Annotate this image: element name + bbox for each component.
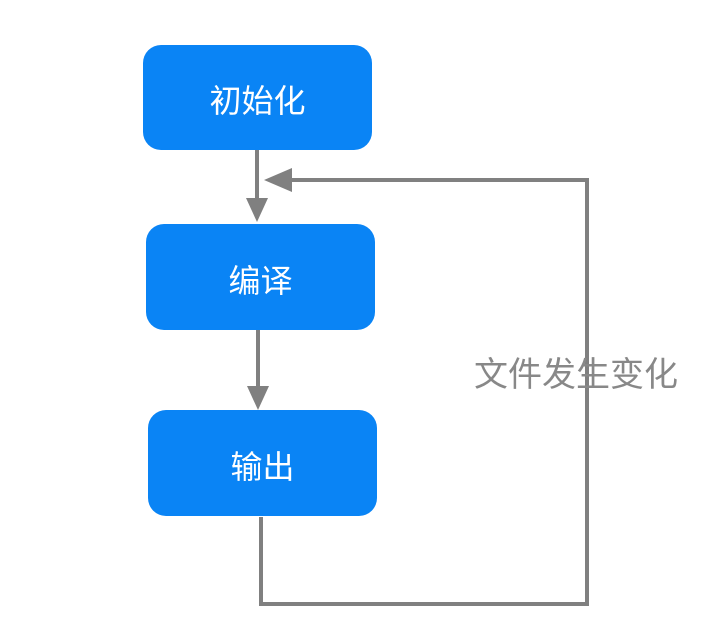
node-compile-label: 编译	[228, 262, 292, 300]
node-output[interactable]: 输出	[148, 410, 377, 516]
node-compile[interactable]: 编译	[146, 224, 375, 330]
node-init[interactable]: 初始化	[143, 45, 372, 150]
arrowhead-down-icon	[247, 386, 269, 410]
edge-output-loop-back	[259, 168, 589, 606]
arrowhead-left-icon	[264, 168, 292, 192]
node-init-label: 初始化	[209, 82, 305, 120]
edge-compile-to-output	[247, 330, 269, 410]
arrowhead-down-icon	[246, 198, 268, 222]
edge-init-to-compile	[246, 150, 268, 222]
edge-loop-label: 文件发生变化	[474, 355, 678, 395]
node-output-label: 输出	[230, 448, 294, 486]
